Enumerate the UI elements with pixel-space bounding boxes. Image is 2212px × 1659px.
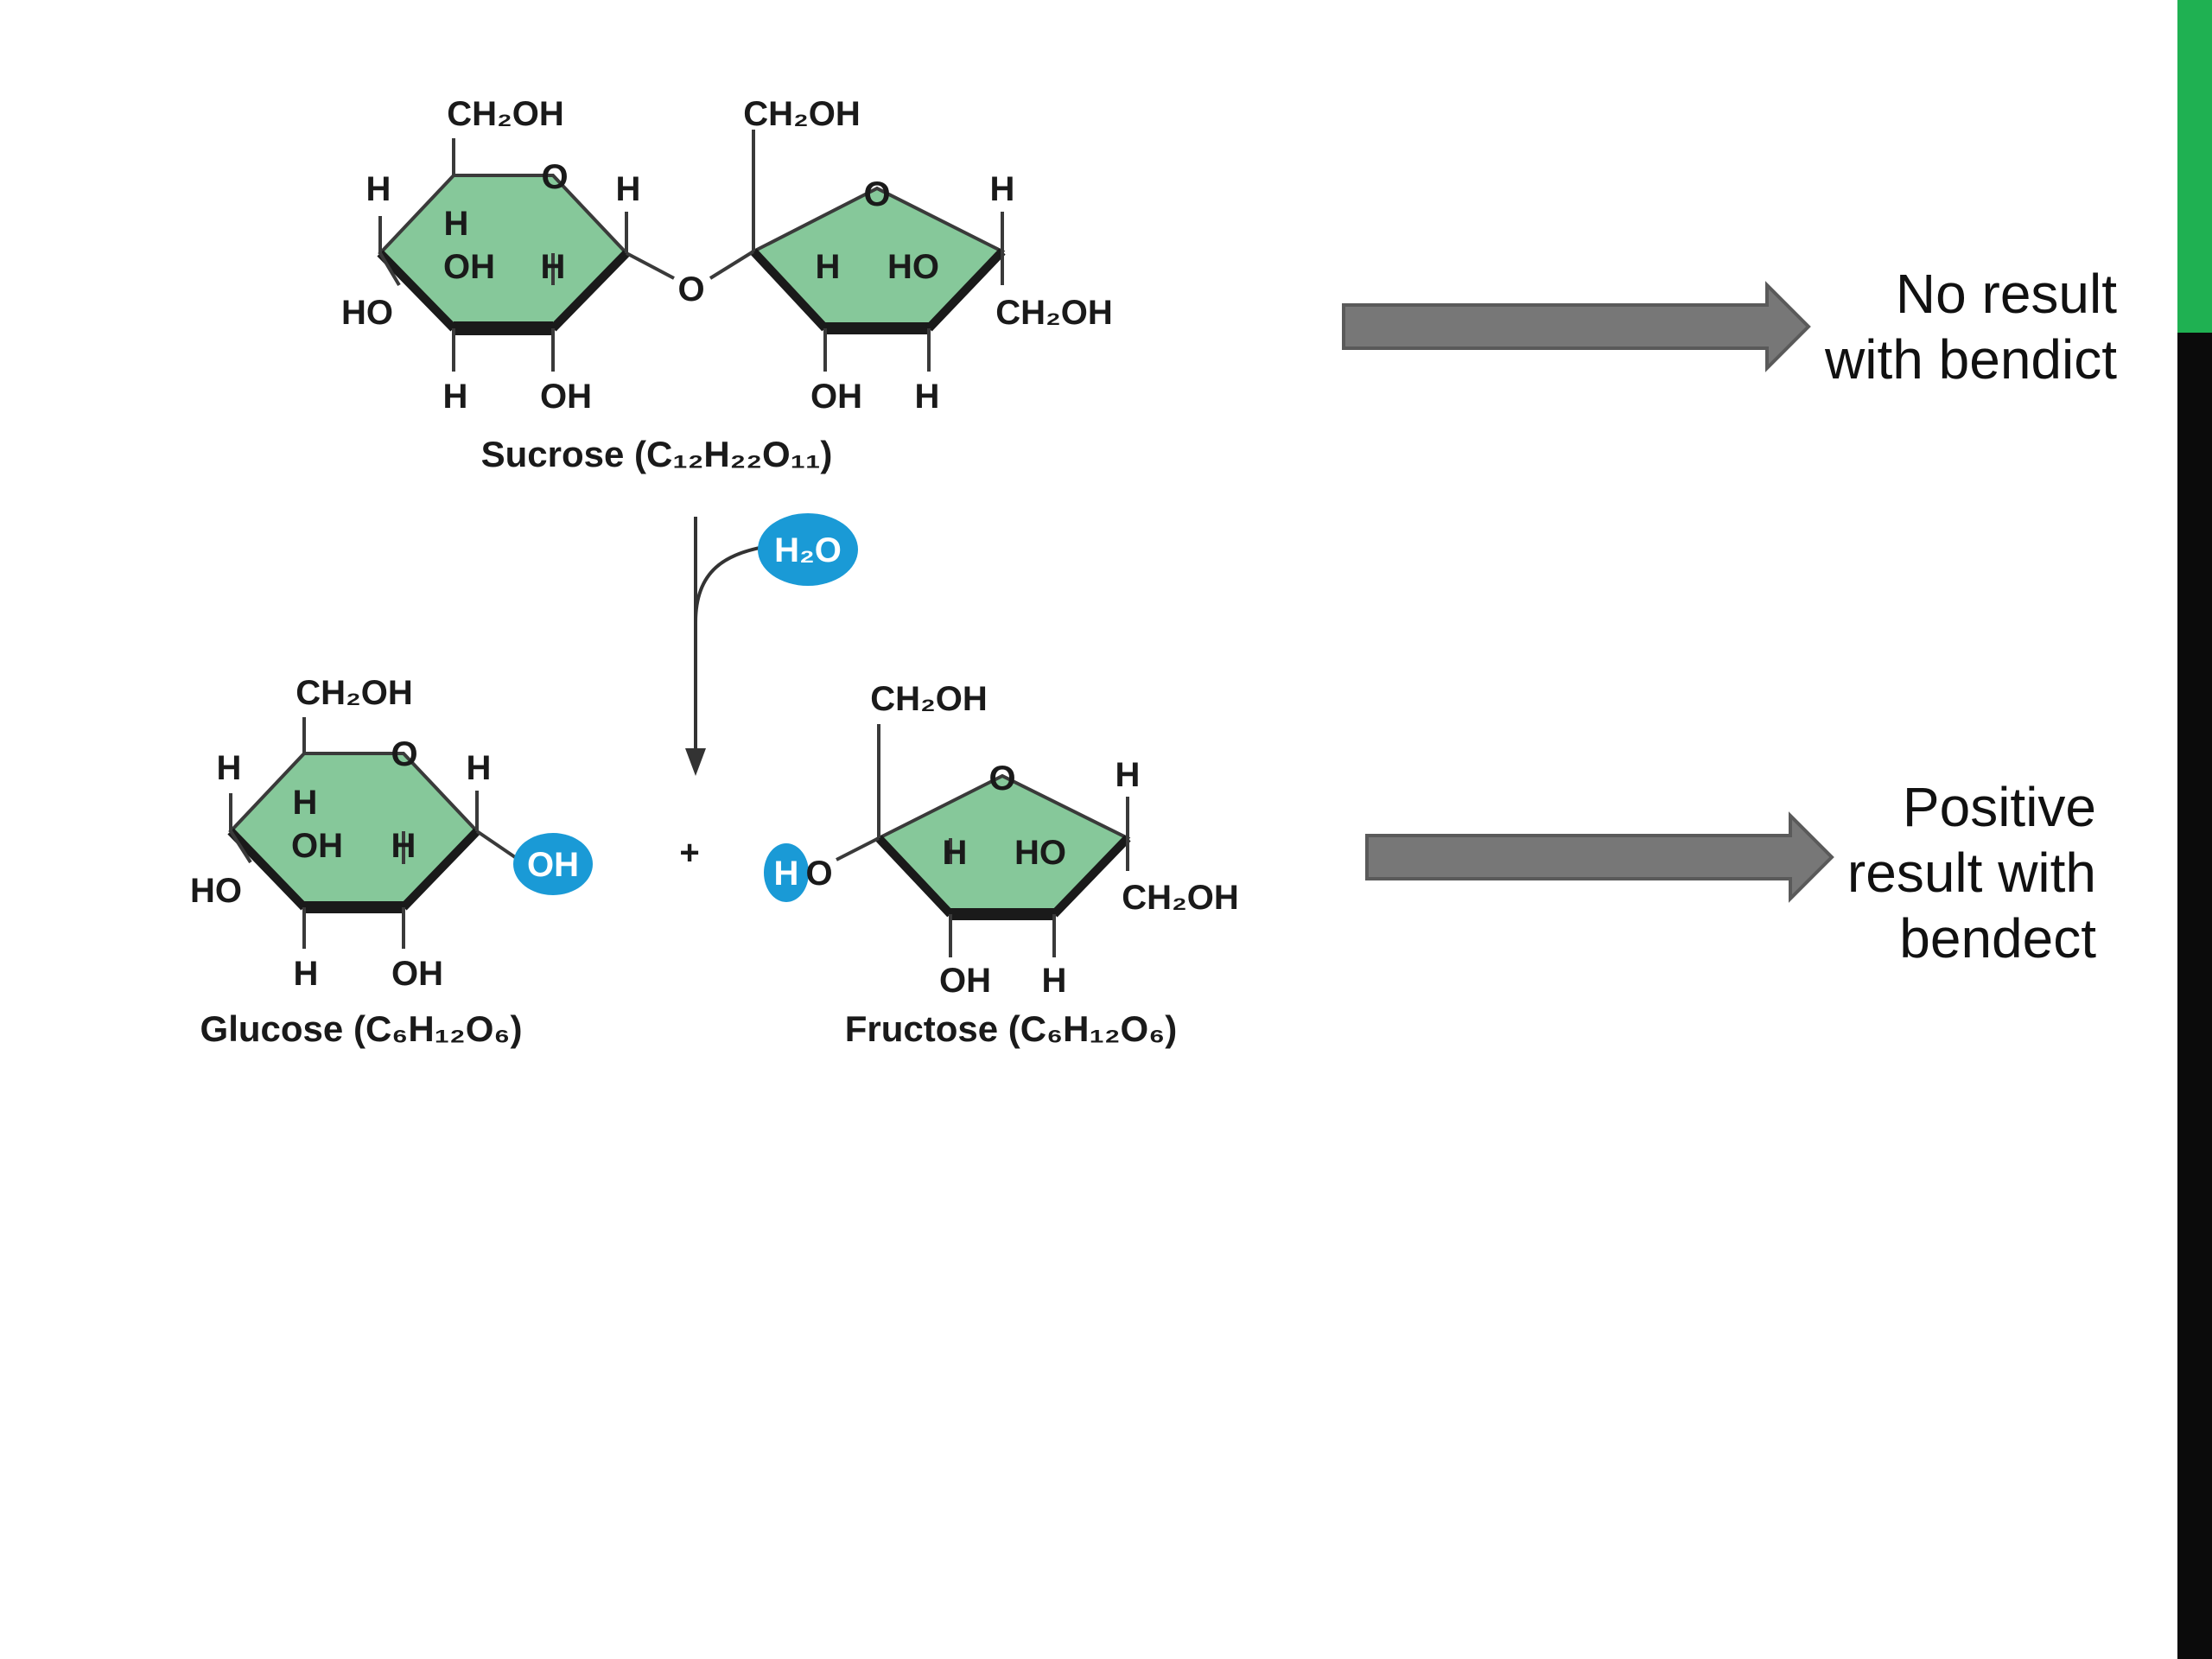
glucose-ring [228, 752, 480, 909]
glucose-oh-highlight [513, 833, 593, 895]
hydrolysis-arrow [685, 517, 770, 776]
sucrose-ho-right-inner: HO [887, 248, 939, 286]
sucrose-result-line-1: No result [1895, 263, 2117, 325]
glucose-ch2oh: CH₂OH [296, 674, 413, 712]
fructose-caption: Fructose (C₆H₁₂O₆) [845, 1008, 1178, 1049]
glucose-h-mid: H [391, 827, 416, 865]
sucrose-ch2oh-left: CH₂OH [447, 95, 564, 133]
sucrose-bonds [378, 130, 1004, 372]
glucose-h-bottom: H [294, 955, 319, 993]
fructose-h-inner: H [943, 834, 968, 872]
water-label: H₂O [774, 531, 842, 569]
sucrose-ho-left: HO [341, 294, 393, 332]
glucose-molecule: CH₂OH O H H OH H H OH HO H OH Glucose (C… [190, 674, 593, 1049]
sucrose-bridge-o: O [677, 270, 704, 308]
glucose-ring-o: O [391, 735, 417, 773]
sucrose-caption-formula: (C₁₂H₂₂O₁₁) [634, 434, 832, 474]
fructose-o-hydroxyl: O [805, 855, 832, 893]
products-result-note: Positive result with bendect [1823, 774, 2096, 971]
fructose-h-highlight [764, 843, 809, 902]
fructose-caption-formula: (C₆H₁₂O₆) [1008, 1008, 1177, 1049]
sucrose-h-left-inner: H [444, 205, 469, 243]
glucose-bonds [229, 717, 517, 949]
glucose-oh-c1: OH [527, 846, 579, 884]
sucrose-oh-bottom-left: OH [540, 378, 592, 416]
fructose-ho-inner: HO [1014, 834, 1066, 872]
sucrose-molecule: CH₂OH CH₂OH O O O H H OH H H HO H OH H H… [341, 95, 1113, 474]
sidebar-accent-black [2177, 333, 2212, 1659]
glucose-caption-formula: (C₆H₁₂O₆) [353, 1008, 522, 1049]
sucrose-ch2oh-right-side: CH₂OH [995, 294, 1113, 332]
sucrose-result-note: No result with bendict [1797, 261, 2117, 392]
fructose-molecule: CH₂OH O H H O H HO CH₂OH OH H Fructose (… [764, 680, 1239, 1049]
glucose-oh-inner: OH [291, 827, 343, 865]
sucrose-ring-o-left: O [541, 158, 568, 196]
sucrose-oh-left-inner: OH [443, 248, 495, 286]
water-badge: H₂O [758, 513, 858, 586]
fructose-h-bottom: H [1042, 962, 1067, 1000]
fructose-ch2oh-top: CH₂OH [870, 680, 988, 718]
sucrose-glucose-ring-front-edge [454, 321, 553, 335]
sucrose-result-arrow [1342, 281, 1811, 372]
sucrose-result-line-2: with bendict [1825, 328, 2117, 391]
sucrose-h-right-top: H [990, 170, 1015, 208]
fructose-oh-bottom: OH [939, 962, 991, 1000]
glucose-ho-left: HO [190, 872, 242, 910]
sucrose-h-c1: H [616, 170, 641, 208]
glucose-h-outer: H [217, 749, 242, 787]
fructose-ch2oh-side: CH₂OH [1122, 879, 1239, 917]
sucrose-glucose-ring [378, 174, 629, 330]
sucrose-ch2oh-right: CH₂OH [743, 95, 861, 133]
glucose-caption-name: Glucose [200, 1008, 344, 1049]
sucrose-h-bottom-right: H [915, 378, 940, 416]
fructose-bonds [836, 724, 1129, 957]
products-result-arrow [1365, 811, 1834, 903]
products-result-line-2: result with [1847, 842, 2096, 904]
sucrose-h-left-mid: H [541, 248, 566, 286]
fructose-h-top-right: H [1116, 756, 1141, 794]
plus-sign: + [679, 834, 699, 872]
sucrose-h-bottom-left: H [443, 378, 468, 416]
sidebar-accent-green [2177, 0, 2212, 333]
sucrose-h-right-inner: H [816, 248, 841, 286]
glucose-h-inner: H [293, 784, 318, 822]
products-result-line-1: Positive [1902, 776, 2096, 838]
sucrose-ring-o-right: O [863, 175, 890, 213]
fructose-h-highlight-label: H [774, 855, 799, 893]
sucrose-h-left-outer: H [366, 170, 391, 208]
sucrose-oh-bottom-right: OH [810, 378, 862, 416]
fructose-ring-o: O [988, 760, 1015, 798]
sucrose-caption: Sucrose (C₁₂H₂₂O₁₁) [481, 434, 833, 474]
fructose-caption-name: Fructose [845, 1008, 998, 1049]
hydrolysis-arrowhead [685, 748, 706, 776]
products-result-line-3: bendect [1899, 907, 2096, 969]
glucose-caption: Glucose (C₆H₁₂O₆) [200, 1008, 523, 1049]
glucose-oh-bottom: OH [391, 955, 443, 993]
sucrose-caption-name: Sucrose [481, 434, 625, 474]
glucose-h-c1: H [467, 749, 492, 787]
